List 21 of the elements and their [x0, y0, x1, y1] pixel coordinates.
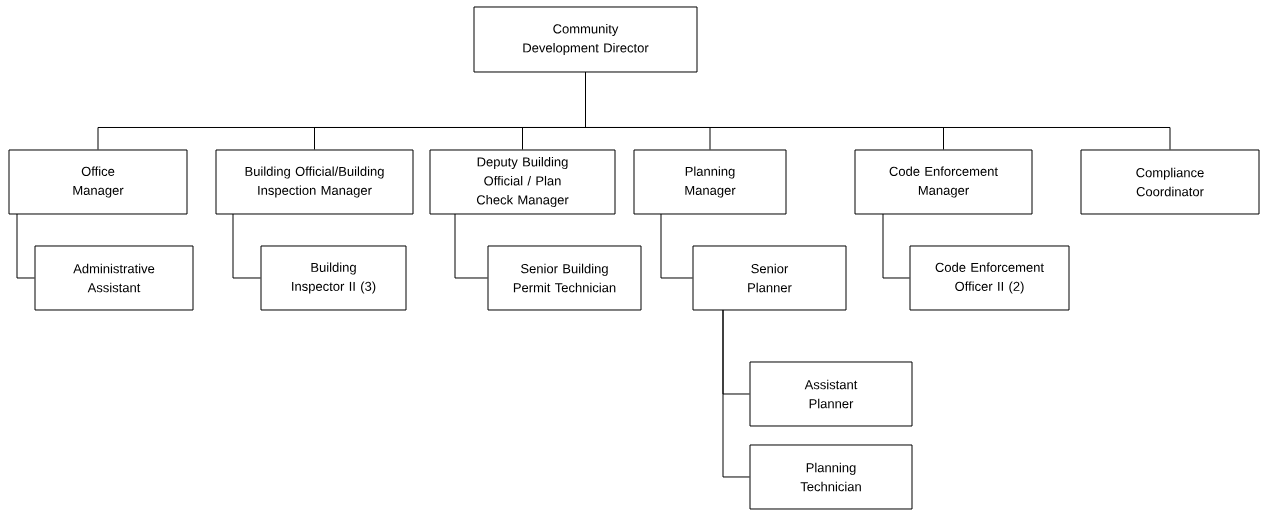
connector-line	[882, 213, 910, 279]
connector-line	[16, 213, 35, 279]
org-box: Administrative Assistant	[34, 245, 194, 311]
org-box: Senior Building Permit Technician	[487, 245, 642, 311]
org-box: Deputy Building Official / Plan Check Manager	[429, 149, 616, 215]
org-box: Planning Technician	[749, 444, 913, 510]
org-box: Building Inspector II (3)	[260, 245, 407, 311]
org-box: Code Enforcement Manager	[854, 149, 1033, 215]
org-box: Office Manager	[8, 149, 188, 215]
connector-line	[454, 213, 488, 279]
org-box: Compliance Coordinator	[1080, 149, 1260, 215]
org-box: Code Enforcement Officer II (2)	[909, 245, 1070, 311]
connector-line	[585, 72, 1171, 150]
org-box: Senior Planner	[692, 245, 847, 311]
org-box: Assistant Planner	[749, 361, 913, 427]
connector-line	[722, 309, 750, 478]
org-box: Community Development Director	[473, 6, 698, 73]
org-box: Planning Manager	[633, 149, 787, 215]
connector-line	[660, 213, 693, 279]
connector-line	[232, 213, 261, 279]
org-box: Building Official/Building Inspection Manager	[215, 149, 414, 215]
